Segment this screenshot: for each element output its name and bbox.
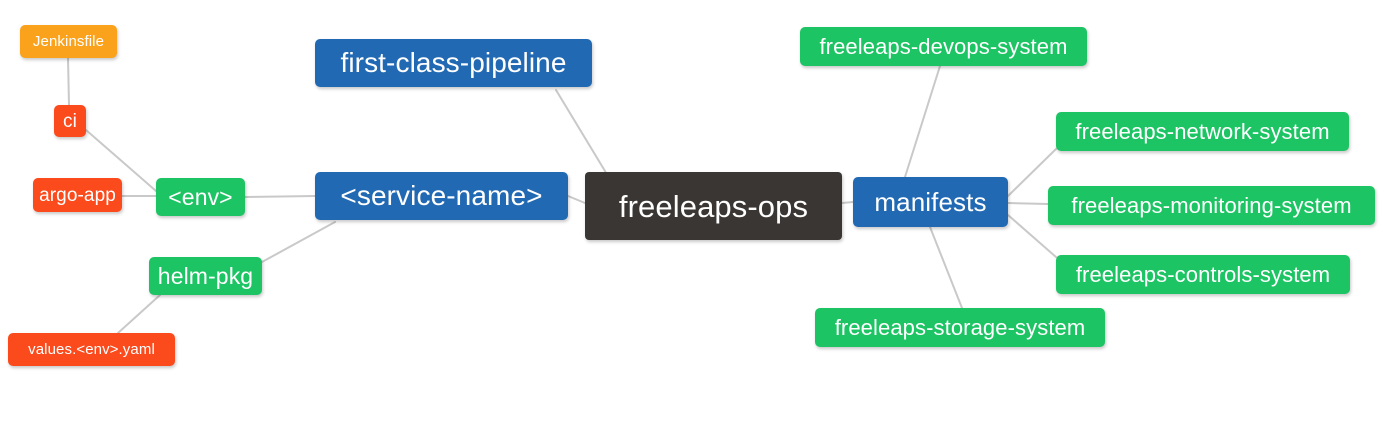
edge-manifests-to-monitoring_system (1007, 202, 1049, 205)
node-argo_app[interactable]: argo-app (33, 178, 122, 212)
node-monitoring_system[interactable]: freeleaps-monitoring-system (1048, 186, 1375, 225)
node-devops_system[interactable]: freeleaps-devops-system (800, 27, 1087, 66)
node-label: <env> (168, 183, 233, 210)
node-service_name[interactable]: <service-name> (315, 172, 568, 220)
node-label: Jenkinsfile (32, 33, 105, 50)
edge-ci-to-jenkinsfile (67, 57, 70, 106)
edge-helm_pkg-to-values_yaml (117, 294, 161, 334)
edge-manifests-to-storage_system (929, 226, 963, 309)
edge-manifests-to-devops_system (904, 65, 941, 178)
node-label: <service-name> (340, 180, 543, 211)
edge-root-to-service_name (567, 195, 586, 204)
node-label: helm-pkg (157, 262, 254, 289)
node-label: freeleaps-ops (618, 188, 809, 224)
node-jenkinsfile[interactable]: Jenkinsfile (20, 25, 117, 58)
node-ci[interactable]: ci (54, 105, 86, 137)
node-label: freeleaps-controls-system (1075, 261, 1331, 287)
node-storage_system[interactable]: freeleaps-storage-system (815, 308, 1105, 347)
edge-service_name-to-helm_pkg (261, 221, 336, 263)
node-label: freeleaps-storage-system (834, 314, 1086, 340)
edge-root-to-manifests (841, 201, 854, 204)
node-label: freeleaps-devops-system (819, 33, 1068, 59)
node-helm_pkg[interactable]: helm-pkg (149, 257, 262, 295)
node-label: freeleaps-monitoring-system (1071, 192, 1352, 218)
node-label: values.<env>.yaml (28, 341, 155, 358)
edge-service_name-to-env (244, 195, 316, 198)
node-first_class_pipeline[interactable]: first-class-pipeline (315, 39, 592, 87)
node-label: ci (63, 110, 77, 132)
node-network_system[interactable]: freeleaps-network-system (1056, 112, 1349, 151)
node-manifests[interactable]: manifests (853, 177, 1008, 227)
node-controls_system[interactable]: freeleaps-controls-system (1056, 255, 1350, 294)
edge-root-to-first_class_pipeline (555, 89, 609, 177)
node-root[interactable]: freeleaps-ops (585, 172, 842, 240)
node-label: first-class-pipeline (340, 47, 567, 78)
node-label: argo-app (39, 184, 116, 206)
node-env[interactable]: <env> (156, 178, 245, 216)
node-label: manifests (874, 187, 987, 217)
node-label: freeleaps-network-system (1075, 118, 1330, 144)
node-values_yaml[interactable]: values.<env>.yaml (8, 333, 175, 366)
